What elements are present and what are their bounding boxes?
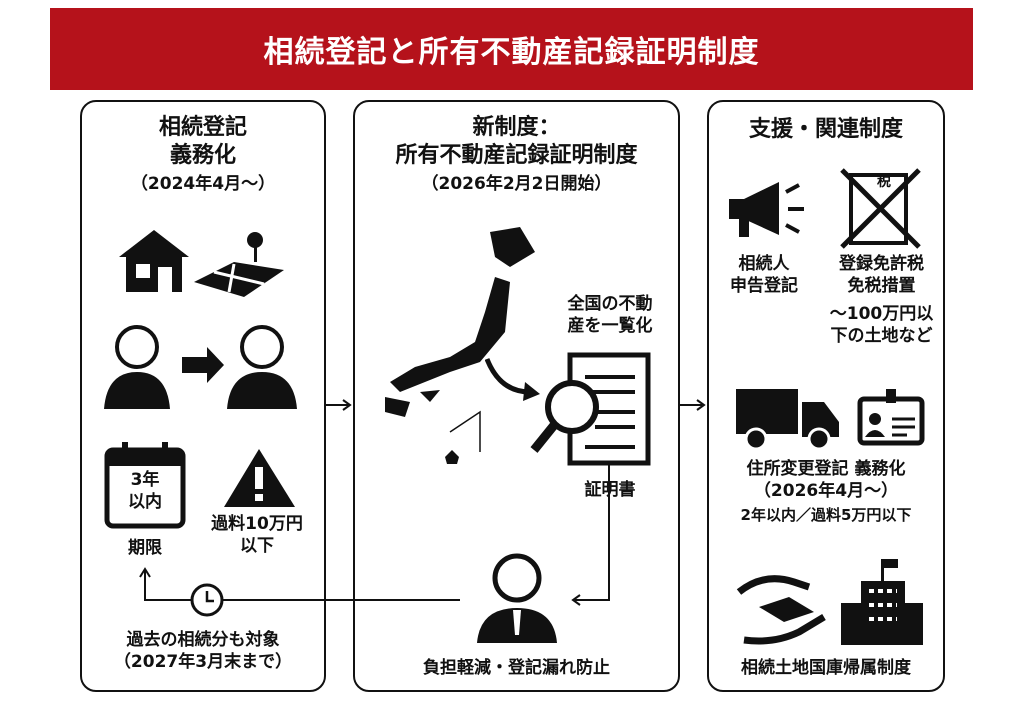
- land-return-text: 相続土地国庫帰属制度: [741, 658, 911, 678]
- fine-text: 以下: [240, 536, 274, 556]
- deadline-label: 期限: [128, 538, 162, 558]
- tax-icon-label: 税: [877, 174, 891, 190]
- government-building-icon: [841, 559, 923, 645]
- heading: 相続登記: [158, 115, 247, 140]
- warning-icon: [224, 449, 295, 507]
- list-text: 全国の不動: [567, 294, 653, 314]
- heading: 義務化: [169, 143, 236, 168]
- tax-text: 免税措置: [847, 276, 916, 296]
- heading: 新制度：: [472, 115, 561, 140]
- heading: 支援・関連制度: [748, 117, 903, 142]
- start-date: （2024年4月〜）: [130, 174, 276, 194]
- support-panel: 支援・関連制度 相続人 申告登記 税 登録免許税 免税措置 〜100万円以 下の…: [707, 100, 945, 692]
- hands-land-icon: [736, 575, 826, 645]
- calendar-text: 以内: [128, 492, 162, 512]
- calendar-text: 3年: [130, 470, 160, 490]
- tax-text: 登録免許税: [839, 254, 924, 274]
- new-system-panel: 新制度： 所有不動産記録証明制度 （2026年2月2日開始） 全国の不動 産を一…: [353, 100, 680, 692]
- past-inheritance-note: 過去の相続分も対象: [126, 630, 280, 650]
- address-change-text: 住所変更登記 義務化: [746, 459, 906, 479]
- fine-text: 過料10万円: [211, 514, 303, 534]
- tax-condition: 〜100万円以: [829, 304, 934, 324]
- certificate-magnifier-icon: [530, 352, 651, 466]
- address-change-penalty: 2年以内／過料5万円以下: [740, 506, 912, 524]
- id-card-icon: [857, 389, 925, 446]
- benefit-text: 負担軽減・登記漏れ防止: [423, 658, 610, 678]
- address-change-date: （2026年4月〜）: [753, 481, 899, 501]
- house-and-land-icon: [119, 230, 284, 297]
- calendar-icon: [104, 442, 186, 529]
- person-smiling-icon: [477, 553, 557, 643]
- heading: 所有不動産記録証明制度: [395, 143, 638, 168]
- start-date: （2026年2月2日開始）: [421, 174, 612, 194]
- megaphone-icon: [729, 182, 804, 237]
- inheritance-registration-panel: 相続登記 義務化 （2024年4月〜） 3年 以内 期限 過料10万円 以下 過…: [80, 100, 326, 692]
- page-title: 相続登記と所有不動産記録証明制度: [50, 8, 973, 90]
- past-inheritance-deadline: （2027年3月末まで）: [113, 652, 293, 672]
- japan-map-icon: [385, 227, 535, 464]
- truck-icon: [736, 389, 839, 451]
- list-text: 産を一覧化: [567, 316, 653, 336]
- tax-condition: 下の土地など: [830, 326, 933, 346]
- declare-text: 申告登記: [730, 276, 798, 296]
- tax-exempt-icon: [840, 168, 921, 249]
- arrow-icon: [485, 358, 540, 401]
- declare-text: 相続人: [738, 254, 790, 274]
- inheritance-transfer-icon: [104, 325, 297, 409]
